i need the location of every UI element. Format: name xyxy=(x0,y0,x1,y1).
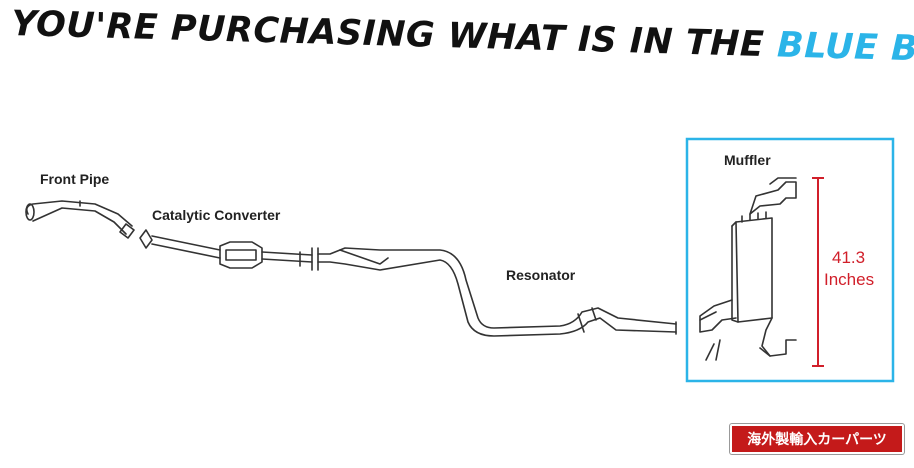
muffler-label: Muffler xyxy=(724,152,771,168)
watermark-badge: 海外製輸入カーパーツ xyxy=(730,424,904,454)
dimension-indicator xyxy=(812,177,824,367)
catalytic-converter-part xyxy=(139,229,319,271)
blue-box-highlight xyxy=(685,137,895,383)
resonator-part xyxy=(317,247,677,337)
dimension-value: 41.3 xyxy=(832,248,865,267)
dimension-unit: Inches xyxy=(824,270,874,289)
resonator-label: Resonator xyxy=(506,267,576,283)
front-pipe-part xyxy=(25,200,135,239)
muffler-part xyxy=(699,177,797,361)
front-pipe-label: Front Pipe xyxy=(40,171,109,187)
catalytic-converter-label: Catalytic Converter xyxy=(152,207,281,223)
